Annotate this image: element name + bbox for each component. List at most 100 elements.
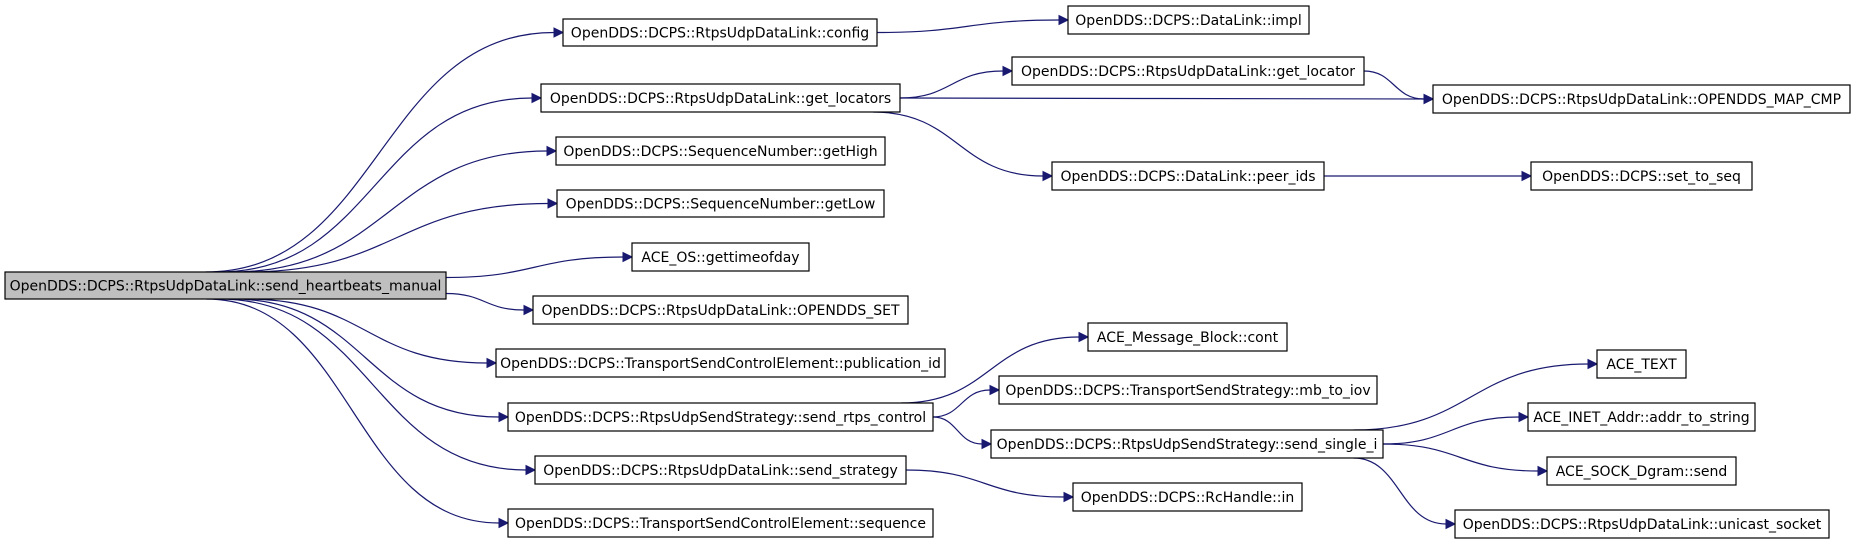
node-box bbox=[1527, 402, 1756, 432]
node-box bbox=[562, 18, 878, 47]
edge-arrowhead bbox=[1042, 170, 1054, 182]
node-label: ACE_OS::gettimeofday bbox=[641, 250, 799, 266]
edge-send-strategy-to-rchandle-in bbox=[905, 469, 1065, 498]
node-mb-cont[interactable]: ACE_Message_Block::cont bbox=[1087, 322, 1288, 352]
node-box bbox=[1432, 84, 1851, 114]
node-label: OpenDDS::DCPS::RtpsUdpDataLink::OPENDDS_… bbox=[1442, 92, 1841, 108]
edge-send-single-i-to-ace-text bbox=[1353, 363, 1589, 431]
node-ace-text[interactable]: ACE_TEXT bbox=[1596, 349, 1687, 379]
node-label: OpenDDS::DCPS::TransportSendStrategy::mb… bbox=[1005, 383, 1370, 399]
edge-arrowhead bbox=[498, 517, 510, 529]
node-label: OpenDDS::DCPS::RtpsUdpSendStrategy::send… bbox=[997, 437, 1378, 453]
node-box bbox=[534, 455, 907, 485]
edge-arrowhead bbox=[1587, 358, 1599, 370]
node-unicast-socket[interactable]: OpenDDS::DCPS::RtpsUdpDataLink::unicast_… bbox=[1454, 509, 1830, 539]
node-send-rtps-control[interactable]: OpenDDS::DCPS::RtpsUdpSendStrategy::send… bbox=[507, 402, 934, 432]
node-box bbox=[1596, 349, 1687, 379]
node-label: OpenDDS::DCPS::RtpsUdpSendStrategy::send… bbox=[515, 410, 926, 426]
node-label: OpenDDS::DCPS::TransportSendControlEleme… bbox=[500, 356, 941, 372]
edge-arrowhead bbox=[1445, 518, 1457, 530]
node-getHigh[interactable]: OpenDDS::DCPS::SequenceNumber::getHigh bbox=[555, 136, 886, 166]
node-mb-to-iov[interactable]: OpenDDS::DCPS::TransportSendStrategy::mb… bbox=[998, 375, 1378, 405]
node-box bbox=[1454, 509, 1830, 539]
node-publication-id[interactable]: OpenDDS::DCPS::TransportSendControlEleme… bbox=[495, 348, 946, 378]
node-box bbox=[507, 402, 934, 432]
node-send-strategy[interactable]: OpenDDS::DCPS::RtpsUdpDataLink::send_str… bbox=[534, 455, 907, 485]
edge-send-single-i-to-unicast-socket bbox=[1353, 457, 1447, 525]
edge-root-to-getLow bbox=[244, 202, 549, 273]
edge-arrowhead bbox=[989, 384, 1001, 396]
node-gettimeofday[interactable]: ACE_OS::gettimeofday bbox=[631, 242, 810, 272]
node-label: OpenDDS::DCPS::DataLink::impl bbox=[1075, 13, 1301, 29]
edge-get-locators-to-peer-ids bbox=[873, 111, 1044, 177]
nodes-layer: OpenDDS::DCPS::RtpsUdpDataLink::send_hea… bbox=[4, 5, 1851, 539]
node-box bbox=[998, 375, 1378, 405]
node-label: OpenDDS::DCPS::SequenceNumber::getHigh bbox=[563, 144, 877, 160]
edges-layer bbox=[205, 14, 1599, 530]
edge-root-to-opendds-set bbox=[445, 292, 525, 311]
edge-arrowhead bbox=[1002, 65, 1014, 77]
edge-arrowhead bbox=[553, 27, 565, 38]
edge-arrowhead bbox=[1537, 465, 1549, 477]
node-peer-ids[interactable]: OpenDDS::DCPS::DataLink::peer_ids bbox=[1051, 161, 1325, 191]
edge-send-single-i-to-dgram-send bbox=[1382, 443, 1539, 472]
edge-arrowhead bbox=[1078, 331, 1090, 343]
edge-root-to-send-rtps-control bbox=[232, 298, 500, 418]
edge-arrowhead bbox=[525, 464, 537, 476]
edge-send-rtps-control-to-mb-cont bbox=[901, 336, 1080, 404]
node-send-single-i[interactable]: OpenDDS::DCPS::RtpsUdpSendStrategy::send… bbox=[990, 429, 1384, 459]
edge-arrowhead bbox=[546, 145, 558, 157]
node-config[interactable]: OpenDDS::DCPS::RtpsUdpDataLink::config bbox=[562, 18, 878, 47]
edge-arrowhead bbox=[1423, 93, 1435, 105]
edge-send-single-i-to-addr-to-string bbox=[1382, 416, 1520, 445]
node-box bbox=[507, 508, 934, 538]
node-label: OpenDDS::DCPS::set_to_seq bbox=[1542, 169, 1741, 185]
edge-root-to-send-strategy bbox=[219, 298, 527, 471]
node-getLow[interactable]: OpenDDS::DCPS::SequenceNumber::getLow bbox=[556, 189, 885, 218]
edge-root-to-get-locators bbox=[218, 97, 533, 273]
node-label: OpenDDS::DCPS::RcHandle::in bbox=[1081, 490, 1295, 506]
edge-get-locators-to-get-locator bbox=[899, 70, 1004, 99]
edge-arrowhead bbox=[531, 92, 543, 104]
edge-arrowhead bbox=[1063, 491, 1075, 503]
edge-root-to-publication-id bbox=[246, 298, 488, 364]
edge-arrowhead bbox=[523, 304, 535, 316]
node-box bbox=[1546, 456, 1737, 486]
node-label: OpenDDS::DCPS::RtpsUdpDataLink::send_hea… bbox=[10, 279, 442, 295]
node-opendds-set[interactable]: OpenDDS::DCPS::RtpsUdpDataLink::OPENDDS_… bbox=[532, 295, 909, 325]
node-box bbox=[532, 295, 909, 325]
edge-config-to-impl bbox=[876, 19, 1060, 34]
node-impl[interactable]: OpenDDS::DCPS::DataLink::impl bbox=[1067, 5, 1310, 35]
edge-arrowhead bbox=[1058, 14, 1070, 26]
node-label: OpenDDS::DCPS::RtpsUdpDataLink::OPENDDS_… bbox=[541, 303, 900, 319]
edge-root-to-config bbox=[205, 31, 555, 273]
edge-get-locators-to-map-cmp bbox=[899, 97, 1425, 100]
node-root[interactable]: OpenDDS::DCPS::RtpsUdpDataLink::send_hea… bbox=[4, 271, 447, 300]
edge-arrowhead bbox=[622, 251, 634, 263]
node-get-locator[interactable]: OpenDDS::DCPS::RtpsUdpDataLink::get_loca… bbox=[1011, 56, 1365, 86]
node-label: ACE_TEXT bbox=[1606, 357, 1677, 373]
node-dgram-send[interactable]: ACE_SOCK_Dgram::send bbox=[1546, 456, 1737, 486]
node-map-cmp[interactable]: OpenDDS::DCPS::RtpsUdpDataLink::OPENDDS_… bbox=[1432, 84, 1851, 114]
edge-arrowhead bbox=[1521, 170, 1533, 182]
node-box bbox=[4, 271, 447, 300]
node-box bbox=[555, 136, 886, 166]
node-box bbox=[1067, 5, 1310, 35]
edge-arrowhead bbox=[981, 438, 993, 450]
node-box bbox=[556, 189, 885, 218]
edge-root-to-gettimeofday bbox=[445, 256, 624, 279]
node-box bbox=[1087, 322, 1288, 352]
edge-arrowhead bbox=[1518, 411, 1530, 423]
node-set-to-seq[interactable]: OpenDDS::DCPS::set_to_seq bbox=[1530, 161, 1753, 191]
node-addr-to-string[interactable]: ACE_INET_Addr::addr_to_string bbox=[1527, 402, 1756, 432]
edge-root-to-sequence bbox=[206, 298, 500, 524]
node-sequence[interactable]: OpenDDS::DCPS::TransportSendControlEleme… bbox=[507, 508, 934, 538]
node-get-locators[interactable]: OpenDDS::DCPS::RtpsUdpDataLink::get_loca… bbox=[540, 83, 901, 113]
edge-send-rtps-control-to-send-single-i bbox=[932, 416, 983, 445]
edge-arrowhead bbox=[486, 357, 498, 369]
node-label: OpenDDS::DCPS::DataLink::peer_ids bbox=[1060, 169, 1315, 185]
node-rchandle-in[interactable]: OpenDDS::DCPS::RcHandle::in bbox=[1072, 482, 1303, 512]
node-box bbox=[1051, 161, 1325, 191]
node-label: ACE_Message_Block::cont bbox=[1097, 330, 1279, 346]
